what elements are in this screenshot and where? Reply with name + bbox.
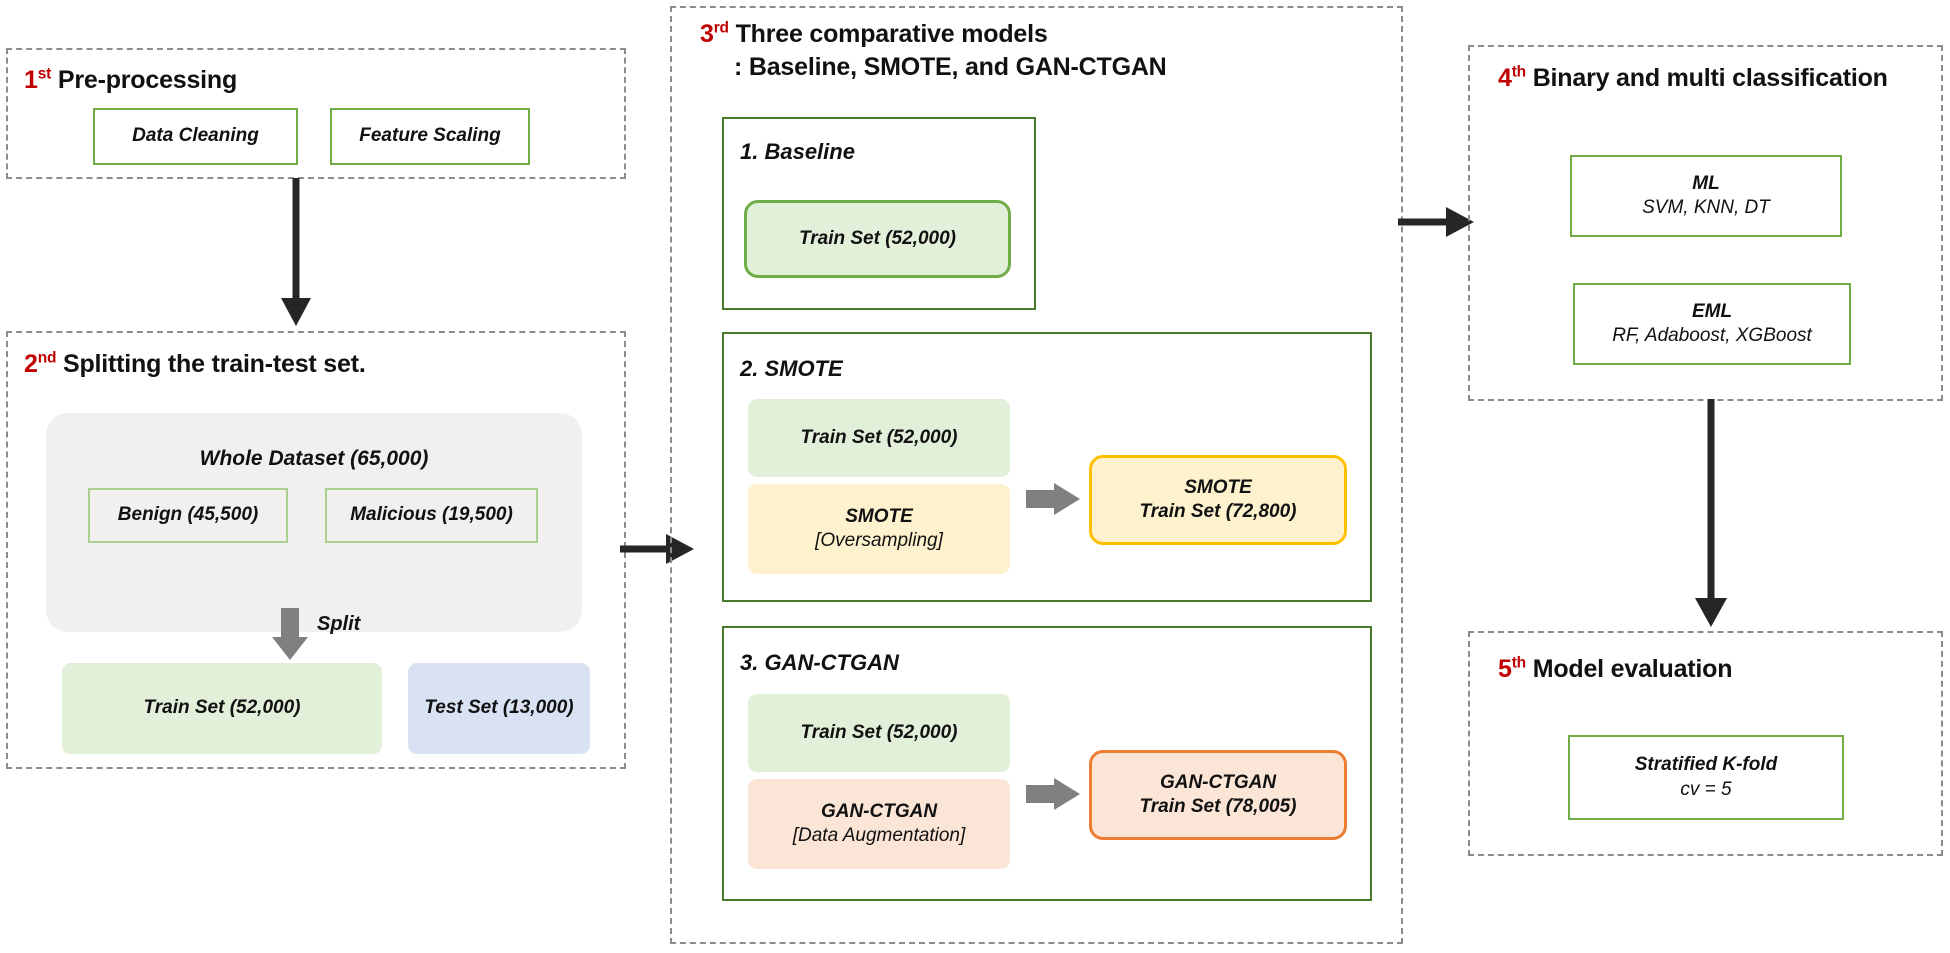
connector-smote-merge-arrow <box>1026 483 1080 515</box>
box-ganctgan-output[interactable]: GAN-CTGAN Train Set (78,005) <box>1089 750 1347 840</box>
box-benign[interactable]: Benign (45,500) <box>88 488 288 543</box>
box-ganctgan-input-train-set-label: Train Set (52,000) <box>800 721 958 743</box>
box-smote-oversampling-label: SMOTE <box>845 505 913 527</box>
stage-3-title-text: Three comparative models <box>735 20 1048 48</box>
box-malicious[interactable]: Malicious (19,500) <box>325 488 538 543</box>
stage-5-title-text: Model evaluation <box>1532 655 1733 683</box>
box-smote-output-label: SMOTE <box>1184 476 1252 498</box>
box-train-set-split[interactable]: Train Set (52,000) <box>62 663 382 754</box>
box-eml-label: EML <box>1691 300 1733 322</box>
stage-1-ordinal: 1st <box>24 65 52 94</box>
stage-4-title-text: Binary and multi classification <box>1532 64 1888 92</box>
stage-5-title: 5th Model evaluation <box>1498 654 1733 684</box>
box-smote-oversampling-sublabel: [Oversampling] <box>815 530 943 551</box>
box-data-cleaning-label: Data Cleaning <box>132 125 259 147</box>
connector-split-arrow <box>272 608 308 660</box>
box-ml[interactable]: ML SVM, KNN, DT <box>1570 155 1842 237</box>
stage-classification <box>1468 45 1943 401</box>
split-arrow-label: Split <box>317 613 361 635</box>
stage-3-title: 3rd Three comparative models : Baseline,… <box>700 20 1167 82</box>
box-smote-oversampling[interactable]: SMOTE [Oversampling] <box>748 484 1010 574</box>
connector-stage3-to-stage4 <box>1398 207 1474 237</box>
stage-4-ordinal: 4th <box>1498 63 1526 92</box>
connector-stage4-to-stage5 <box>1695 399 1727 627</box>
whole-dataset-caption: Whole Dataset (65,000) <box>199 447 429 470</box>
box-baseline-train-set[interactable]: Train Set (52,000) <box>744 200 1011 278</box>
box-test-set-split-label: Test Set (13,000) <box>424 697 574 719</box>
box-ganctgan-input-train-set[interactable]: Train Set (52,000) <box>748 694 1010 772</box>
stage-2-title-text: Splitting the train-test set. <box>63 350 366 378</box>
box-stratified-k-fold[interactable]: Stratified K-fold cv = 5 <box>1568 735 1844 820</box>
box-ganctgan-output-label: GAN-CTGAN <box>1159 771 1277 793</box>
box-smote-input-train-set-label: Train Set (52,000) <box>800 426 958 448</box>
box-malicious-label: Malicious (19,500) <box>350 504 513 526</box>
box-ml-label: ML <box>1692 172 1720 194</box>
model-group-gan-ctgan-label: 3. GAN-CTGAN <box>740 650 899 675</box>
stage-4-title: 4th Binary and multi classification <box>1498 64 1888 93</box>
stage-comparative-models <box>670 6 1403 944</box>
box-ganctgan-output-sublabel: Train Set (78,005) <box>1139 796 1297 817</box>
box-smote-output[interactable]: SMOTE Train Set (72,800) <box>1089 455 1347 545</box>
box-test-set-split[interactable]: Test Set (13,000) <box>408 663 590 754</box>
stage-2-ordinal: 2nd <box>24 349 57 378</box>
box-ml-sublabel: SVM, KNN, DT <box>1642 197 1770 218</box>
box-ganctgan-augmentation-label: GAN-CTGAN <box>820 800 938 822</box>
stage-2-title: 2nd Splitting the train-test set. <box>24 350 366 379</box>
model-group-smote-label: 2. SMOTE <box>740 356 843 381</box>
box-data-cleaning[interactable]: Data Cleaning <box>93 108 298 165</box>
model-group-baseline-label: 1. Baseline <box>740 139 855 164</box>
stage-model-evaluation <box>1468 631 1943 856</box>
stage-3-subtitle: : Baseline, SMOTE, and GAN-CTGAN <box>734 53 1167 81</box>
box-feature-scaling[interactable]: Feature Scaling <box>330 108 530 165</box>
box-benign-label: Benign (45,500) <box>117 504 259 526</box>
box-baseline-train-set-label: Train Set (52,000) <box>798 227 956 249</box>
stage-5-ordinal: 5th <box>1498 654 1526 683</box>
box-ganctgan-augmentation-sublabel: [Data Augmentation] <box>792 825 966 846</box>
stage-3-ordinal: 3rd <box>700 19 729 48</box>
connector-stage2-to-stage3 <box>620 534 694 564</box>
stage-1-title-text: Pre-processing <box>57 66 238 94</box>
connector-ganctgan-merge-arrow <box>1026 778 1080 810</box>
box-eml[interactable]: EML RF, Adaboost, XGBoost <box>1573 283 1851 365</box>
box-eml-sublabel: RF, Adaboost, XGBoost <box>1612 325 1812 346</box>
box-feature-scaling-label: Feature Scaling <box>359 125 501 147</box>
box-stratified-k-fold-label: Stratified K-fold <box>1634 754 1778 776</box>
connector-stage1-to-stage2 <box>281 178 311 326</box>
stage-1-title: 1st Pre-processing <box>24 66 237 95</box>
box-smote-output-sublabel: Train Set (72,800) <box>1139 501 1297 522</box>
box-train-set-split-label: Train Set (52,000) <box>143 697 301 719</box>
box-ganctgan-augmentation[interactable]: GAN-CTGAN [Data Augmentation] <box>748 779 1010 869</box>
box-smote-input-train-set[interactable]: Train Set (52,000) <box>748 399 1010 477</box>
box-stratified-k-fold-sublabel: cv = 5 <box>1680 778 1732 800</box>
stage-pre-processing <box>6 48 626 179</box>
